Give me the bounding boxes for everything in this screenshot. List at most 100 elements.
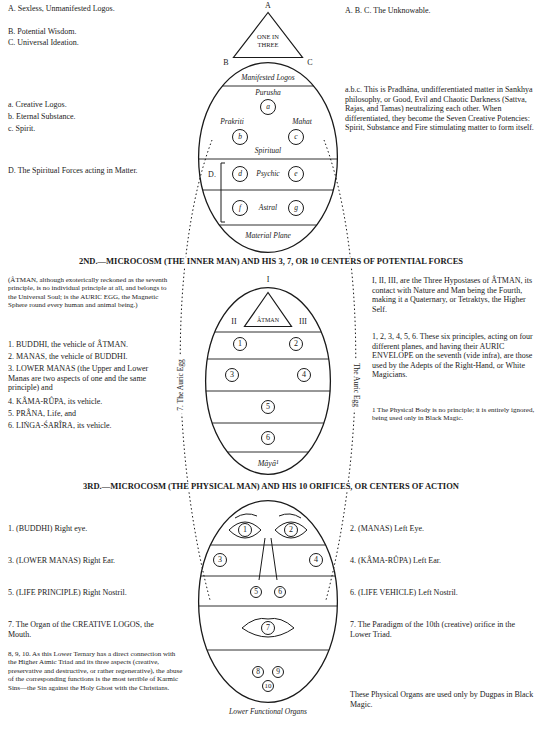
circle-number: 4 <box>302 371 306 379</box>
circle-number: 5 <box>254 588 258 596</box>
egg-line <box>206 288 331 475</box>
center-circle: 7 <box>261 621 275 635</box>
circle-number: 6 <box>266 434 270 442</box>
explanatory-note: I, II, III, are the Three Hypostases of … <box>372 276 536 314</box>
circle-number: 7 <box>266 624 270 632</box>
legend-note: 4. KÂMA-RÛPA, its vehicle. <box>8 397 170 407</box>
plane-divider <box>212 423 323 424</box>
center-circle: 4 <box>309 553 323 567</box>
legend-note: C. Universal Ideation. <box>8 38 158 48</box>
center-circle: 6 <box>261 431 275 445</box>
legend-note: 6. (LIFE VEHICLE) Left Nostril. <box>350 588 535 598</box>
legend-note: 1. BUDDHI, the vehicle of ÂTMAN. <box>8 340 170 350</box>
circle-number: e <box>294 170 297 178</box>
legend-note: D. The Spiritual Forces acting in Matter… <box>8 166 158 176</box>
legend-note: c. Spirit. <box>8 124 163 134</box>
left-eye-outline <box>275 522 307 538</box>
center-circle: 8 <box>252 666 264 678</box>
center-circle: 1 <box>233 337 247 351</box>
egg-diagram: Lower Functional Organs 1 2 3 4 5 6 7 8 9 10 <box>198 500 338 718</box>
plane-divider <box>211 545 326 546</box>
plane-label: Astral <box>243 203 293 212</box>
legend-note: 7. The Paradigm of the 10th (creative) o… <box>350 620 535 639</box>
center-circle: 3 <box>225 368 239 382</box>
legend-note: 6. LIṄGA-ŚARÎRA, its vehicle. <box>8 421 170 431</box>
plane-label: ONE IN THREE <box>250 33 286 49</box>
legend-note: 5. (LIFE PRINCIPLE) Right Nostril. <box>8 588 173 598</box>
center-circle: 5 <box>261 400 275 414</box>
plane-divider <box>219 225 317 226</box>
explanatory-note: 8, 9, 10. As this Lower Ternary has a di… <box>8 650 183 692</box>
auric-egg-label: The Auric Egg <box>352 360 361 410</box>
circle-number: g <box>294 204 298 212</box>
plane-divider <box>199 606 338 607</box>
legend-note: A. Sexless, Unmanifested Logos. <box>8 4 158 14</box>
eyebrow <box>279 514 301 518</box>
legend-note: 4. (KÂMA-RÛPA) Left Ear. <box>350 556 535 566</box>
plane-label: Mâyâ¹ <box>238 459 298 469</box>
center-circle: a <box>260 99 276 115</box>
egg-diagram: Mâyâ¹ ÂTMAN 1 2 3 4 5 6 <box>205 287 331 475</box>
plane-divider <box>203 190 333 191</box>
plane-divider <box>215 332 321 333</box>
circle-number: 3 <box>230 371 234 379</box>
hypostasis-numeral: I <box>267 275 270 284</box>
center-circle: g <box>288 200 304 216</box>
corner-letter: B <box>223 58 228 67</box>
legend-note: 3. LOWER MANAS (the Upper and Lower Mana… <box>8 364 170 393</box>
plane-label: Lower Functional Organs <box>208 707 328 716</box>
legend-note: 1. (BUDDHI) Right eye. <box>8 524 173 534</box>
circle-number: f <box>239 204 241 212</box>
plane-divider <box>207 359 328 360</box>
center-circle: 9 <box>272 666 284 678</box>
triad-triangle: ÂTMAN <box>244 292 292 327</box>
circle-number: 8 <box>256 668 260 676</box>
section-heading: 2ND.—MICROCOSM (THE INNER MAN) AND HIS 3… <box>76 257 466 267</box>
triad-triangle: ONE IN THREE <box>233 12 303 58</box>
legend-note: 5. PRÂNA, Life, and <box>8 409 170 419</box>
circle-number: 10 <box>265 683 272 690</box>
mouth-outline <box>242 618 294 637</box>
plane-label: Psychic <box>243 169 293 178</box>
legend-note: B. Potential Wisdom. <box>8 27 158 37</box>
center-circle: 1 <box>238 523 252 537</box>
center-circle: 10 <box>262 680 274 692</box>
center-circle: 2 <box>289 337 303 351</box>
bracket <box>221 163 225 222</box>
egg-outline <box>205 287 331 475</box>
plane-label: Material Plane <box>218 231 318 240</box>
plane-divider <box>201 576 335 577</box>
circle-number: d <box>238 170 242 178</box>
explanatory-note: 1, 2, 3, 4, 5, 6. These six principles, … <box>372 332 536 380</box>
corner-letter: C <box>307 58 312 67</box>
circle-number: 2 <box>289 526 293 534</box>
eyebrow <box>235 514 257 518</box>
right-eye-outline <box>229 522 261 538</box>
plane-divider <box>207 650 329 651</box>
center-circle: b <box>232 129 248 145</box>
circle-number: c <box>294 133 297 141</box>
plane-divider <box>199 159 338 160</box>
hypostasis-numeral: III <box>299 317 307 326</box>
explanatory-note: (ÂTMAN, although exoterically reckoned a… <box>8 276 170 310</box>
egg-line <box>199 501 338 703</box>
circle-number: 2 <box>294 340 298 348</box>
plane-divider <box>222 86 313 87</box>
principle-name: Mahat <box>292 118 312 127</box>
center-circle: c <box>288 129 304 145</box>
corner-letter: A <box>265 1 271 10</box>
circle-number: 3 <box>218 556 222 564</box>
circle-number: 9 <box>276 668 280 676</box>
legend-note: a. Creative Logos. <box>8 100 163 110</box>
plane-divider <box>227 452 308 453</box>
circle-number: b <box>238 133 242 141</box>
auric-egg-label: 7. The Auric Egg <box>177 356 186 414</box>
center-circle: 6 <box>274 586 286 598</box>
footnote: 1 The Physical Body is no principle; it … <box>372 406 536 423</box>
egg-line <box>199 63 338 253</box>
center-circle: f <box>232 200 248 216</box>
legend-note: A. B. C. The Unknowable. <box>345 6 535 16</box>
center-circle: 2 <box>284 523 298 537</box>
legend-note: 7. The Organ of the CREATIVE LOGOS, the … <box>8 620 173 639</box>
explanatory-note: a.b.c. This is Pradhâna, undifferentiate… <box>345 85 537 133</box>
